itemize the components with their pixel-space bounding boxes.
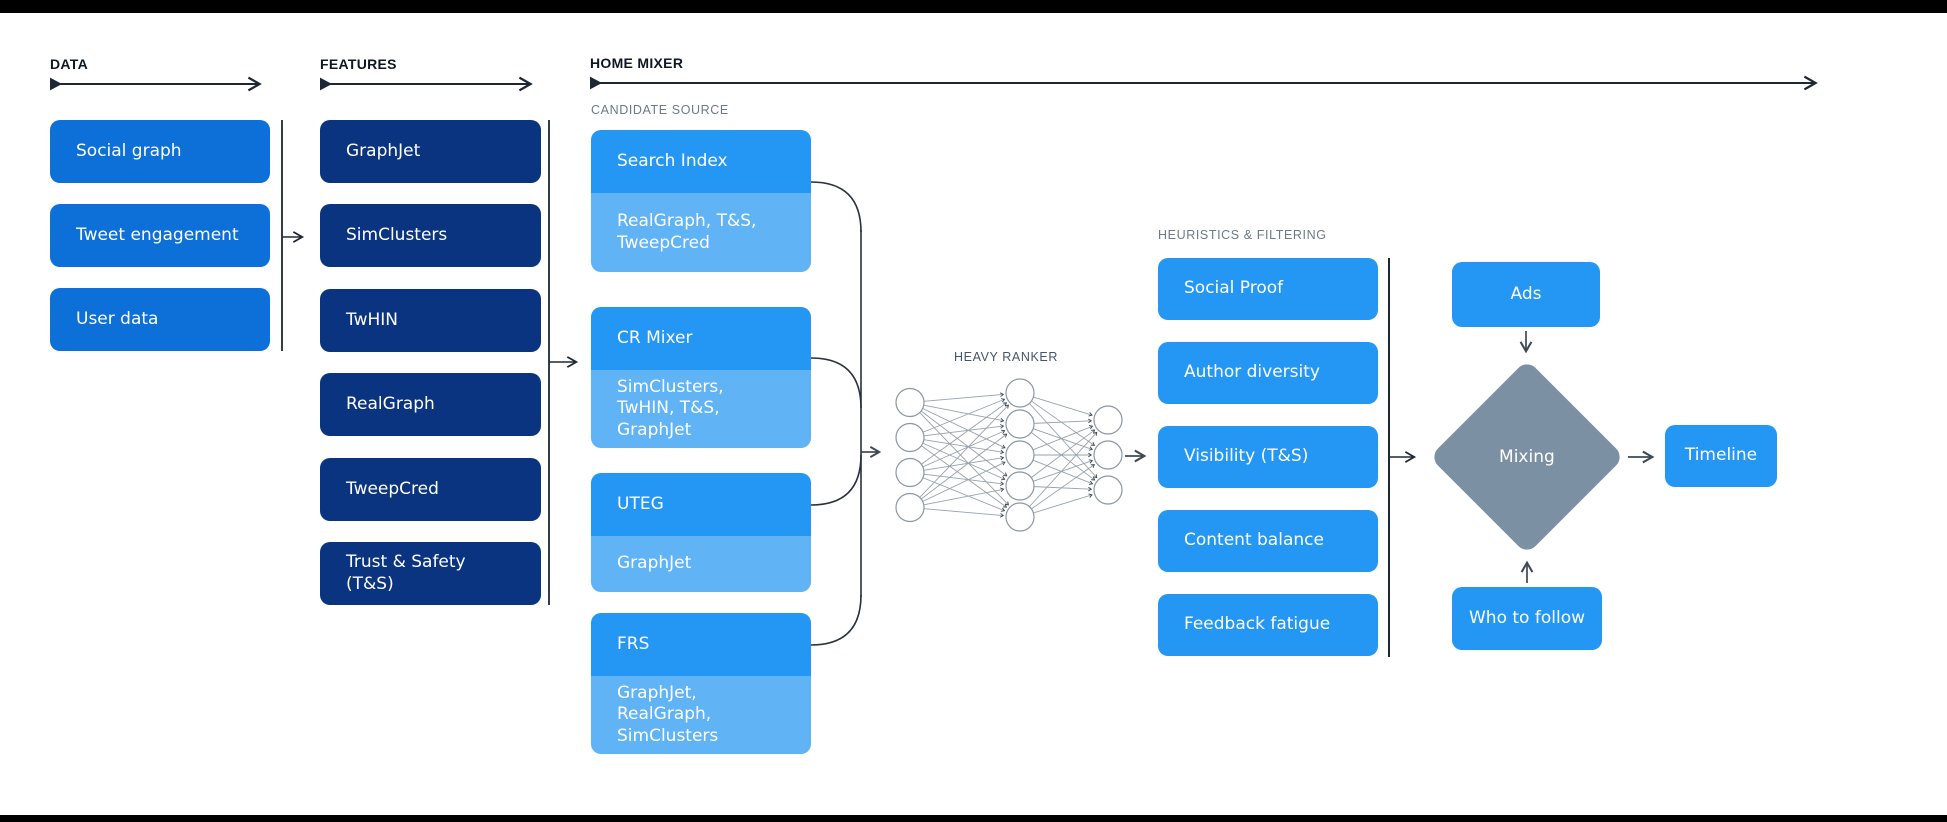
node-author-diversity: Author diversity — [1158, 342, 1378, 404]
node-trust-safety: Trust & Safety (T&S) — [320, 542, 541, 605]
node-cr-mixer: CR Mixer — [591, 307, 811, 370]
mixing-label: Mixing — [1499, 447, 1555, 467]
section-label-data: DATA — [50, 56, 89, 72]
node-tweepcred: TweepCred — [320, 458, 541, 521]
node-who-to-follow: Who to follow — [1452, 587, 1602, 650]
neural-network-edges — [919, 392, 1098, 518]
top-black-bar — [0, 0, 1947, 13]
bottom-black-bar — [0, 815, 1947, 822]
node-tweet-engagement: Tweet engagement — [50, 204, 270, 267]
node-frs: FRS — [591, 613, 811, 676]
node-feedback-fatigue: Feedback fatigue — [1158, 594, 1378, 656]
candidate-connectors — [810, 181, 882, 646]
node-timeline: Timeline — [1665, 425, 1777, 487]
section-label-features: FEATURES — [320, 56, 397, 72]
node-realgraph: RealGraph — [320, 373, 541, 436]
node-social-graph: Social graph — [50, 120, 270, 183]
node-uteg-sources: GraphJet — [591, 536, 811, 592]
section-arrows — [50, 75, 1818, 92]
node-visibility: Visibility (T&S) — [1158, 426, 1378, 488]
node-content-balance: Content balance — [1158, 510, 1378, 572]
section-label-home-mixer: HOME MIXER — [590, 55, 684, 71]
node-twhin: TwHIN — [320, 289, 541, 352]
heuristics-label: HEURISTICS & FILTERING — [1158, 228, 1327, 242]
node-uteg: UTEG — [591, 473, 811, 536]
candidate-source-label: CANDIDATE SOURCE — [591, 103, 729, 117]
heavy-ranker-label: HEAVY RANKER — [954, 350, 1058, 364]
neural-network-nodes — [895, 378, 1123, 532]
node-user-data: User data — [50, 288, 270, 351]
node-mixing-diamond: Mixing — [1429, 359, 1625, 555]
node-graphjet: GraphJet — [320, 120, 541, 183]
node-ads: Ads — [1452, 262, 1600, 327]
node-cr-mixer-sources: SimClusters, TwHIN, T&S, GraphJet — [591, 370, 811, 448]
node-search-index-sources: RealGraph, T&S, TweepCred — [591, 193, 811, 272]
node-social-proof: Social Proof — [1158, 258, 1378, 320]
node-search-index: Search Index — [591, 130, 811, 193]
node-frs-sources: GraphJet, RealGraph, SimClusters — [591, 676, 811, 754]
node-simclusters: SimClusters — [320, 204, 541, 267]
